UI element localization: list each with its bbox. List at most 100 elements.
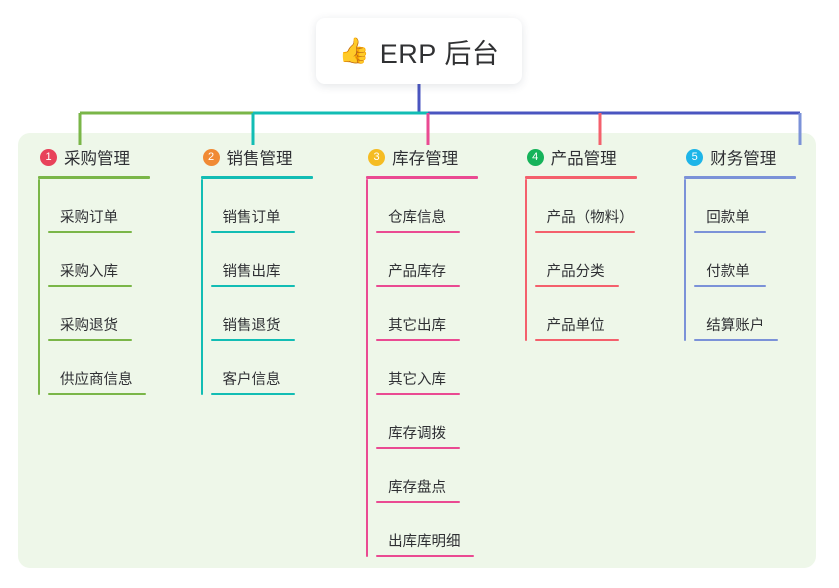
branch-trunk-line [38,179,40,395]
branch-number-badge: 5 [686,148,704,166]
content-panel [18,133,816,568]
branch-item-label: 销售出库 [222,264,281,281]
branch-item-rule [210,231,295,233]
branch-column-3: 3 库存管理仓库信息产品库存其它出库其它入库库存调拨库存盘点出库库明细 [348,133,511,557]
branch-columns: 1 采购管理采购订单采购入库采购退货供应商信息 2 销售管理销售订单销售出库销售退货客… [18,133,816,568]
branch-item[interactable]: 库存盘点 [376,449,511,503]
branch-number-badge: 3 [368,148,386,166]
branch-item-label: 结算账户 [706,318,765,335]
branch-item-label: 库存调拨 [388,426,447,443]
branch-item[interactable]: 出库库明细 [376,503,511,557]
branch-item-rule [534,285,619,287]
branch-header-3[interactable]: 3 库存管理 [366,143,511,171]
branch-item-rule [694,285,767,287]
branch-item-label: 采购订单 [60,210,118,227]
branch-item-list: 回款单付款单结算账户 [684,179,816,341]
branch-header-4[interactable]: 4 产品管理 [525,143,669,171]
branch-item-list: 仓库信息产品库存其它出库其它入库库存调拨库存盘点出库库明细 [366,179,511,557]
branch-item-label: 仓库信息 [388,210,447,227]
branch-column-4: 4 产品管理产品（物料） 产品分类产品单位 [511,133,669,341]
branch-item-label: 产品单位 [546,318,605,335]
branch-item[interactable]: 仓库信息 [376,179,511,233]
branch-column-2: 2 销售管理销售订单销售出库销售退货客户信息 [186,133,349,395]
branch-item[interactable]: 其它入库 [376,341,511,395]
branch-header-rule [38,176,150,179]
branch-item-label: 客户信息 [222,372,281,389]
branch-item-rule [376,555,475,557]
branch-header-5[interactable]: 5 财务管理 [684,143,816,171]
branch-item[interactable]: 采购入库 [48,233,186,287]
branch-item-label: 产品库存 [388,264,447,281]
branch-item[interactable]: 客户信息 [210,341,349,395]
branch-number-badge: 4 [526,148,544,166]
branch-trunk-line [366,179,369,557]
branch-item[interactable]: 产品库存 [376,233,511,287]
branch-item[interactable]: 销售退货 [210,287,349,341]
branch-item[interactable]: 销售订单 [210,179,349,233]
branch-item-label: 供应商信息 [60,372,133,389]
branch-item-label: 采购退货 [60,318,118,335]
branch-item-rule [48,285,132,287]
branch-item[interactable]: 销售出库 [210,233,349,287]
branch-item[interactable]: 供应商信息 [48,341,186,395]
root-title: ERP 后台 [379,38,500,69]
branch-number-badge: 2 [202,148,220,166]
root-node[interactable]: 👍 ERP 后台 [316,18,522,84]
branch-item-rule [376,501,461,503]
branch-item-label: 付款单 [706,264,750,281]
branch-item[interactable]: 采购订单 [48,179,186,233]
branch-trunk-line [200,179,203,395]
branch-column-1: 1 采购管理采购订单采购入库采购退货供应商信息 [18,133,186,395]
branch-item-list: 销售订单销售出库销售退货客户信息 [200,179,349,395]
branch-item[interactable]: 采购退货 [48,287,186,341]
branch-item-rule [534,231,635,233]
branch-title: 财务管理 [710,150,777,168]
branch-item-rule [534,339,619,341]
branch-item-rule [48,393,146,395]
branch-item-label: 销售退货 [222,318,281,335]
branch-header-rule [684,176,797,179]
branch-item[interactable]: 产品（物料） [534,179,669,233]
branch-item-list: 产品（物料） 产品分类产品单位 [524,179,669,341]
branch-header-2[interactable]: 2 销售管理 [201,143,349,171]
branch-item[interactable]: 库存调拨 [376,395,511,449]
branch-item-rule [48,339,132,341]
branch-item-rule [694,231,767,233]
branch-header-rule [524,176,637,179]
branch-number-badge: 1 [40,148,57,166]
branch-title: 采购管理 [64,150,130,168]
branch-item-label: 库存盘点 [388,480,447,497]
branch-item-list: 采购订单采购入库采购退货供应商信息 [38,179,186,395]
branch-item-rule [376,393,461,395]
branch-item-label: 采购入库 [60,264,118,281]
branch-item-rule [210,285,295,287]
branch-title: 产品管理 [550,150,617,168]
branch-item-rule [376,447,461,449]
thumbs-up-icon: 👍 [338,36,370,65]
branch-item-label: 产品（物料） [546,210,634,227]
branch-title: 销售管理 [226,150,293,168]
branch-item[interactable]: 产品单位 [534,287,669,341]
branch-item-rule [376,339,461,341]
branch-item[interactable]: 其它出库 [376,287,511,341]
branch-item[interactable]: 产品分类 [534,233,669,287]
branch-item-label: 出库库明细 [388,534,461,551]
branch-item-label: 销售订单 [222,210,281,227]
branch-item-rule [376,285,461,287]
branch-title: 库存管理 [392,150,459,168]
branch-header-rule [200,176,313,179]
branch-item-label: 其它出库 [388,318,447,335]
branch-item[interactable]: 结算账户 [694,287,816,341]
branch-item-label: 产品分类 [546,264,605,281]
branch-item-label: 其它入库 [388,372,447,389]
branch-header-1[interactable]: 1 采购管理 [38,143,186,171]
branch-column-5: 5 财务管理回款单付款单结算账户 [668,133,816,341]
branch-item[interactable]: 回款单 [694,179,816,233]
branch-item-rule [48,231,132,233]
branch-item-rule [694,339,779,341]
branch-item-label: 回款单 [706,210,750,227]
branch-header-rule [366,176,479,179]
branch-item[interactable]: 付款单 [694,233,816,287]
branch-trunk-line [524,179,527,341]
